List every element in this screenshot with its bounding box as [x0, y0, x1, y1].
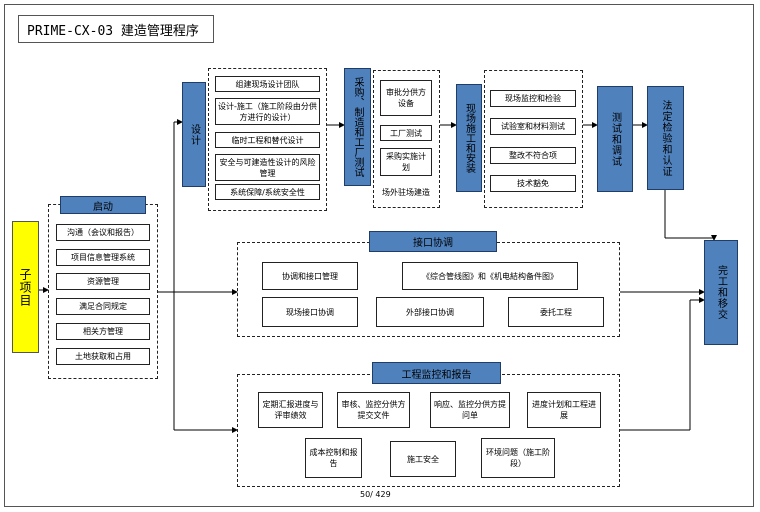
procurement-item: 审批分供方设备 — [380, 80, 432, 116]
design-item: 临时工程和替代设计 — [215, 132, 320, 148]
page-title: PRIME-CX-03 建造管理程序 — [18, 15, 214, 43]
design-group — [208, 68, 327, 211]
interface-item: 现场接口协调 — [262, 297, 358, 327]
monitoring-header: 工程监控和报告 — [372, 362, 501, 384]
startup-header: 启动 — [60, 196, 146, 214]
installation-header: 现场施工和安装 — [456, 84, 482, 192]
installation-group — [484, 70, 583, 208]
startup-item: 相关方管理 — [56, 323, 150, 340]
design-item: 设计-施工（施工阶段由分供方进行的设计） — [215, 98, 320, 125]
monitoring-item: 施工安全 — [390, 441, 456, 477]
interface-item: 《综合管线图》和《机电結构备件图》 — [402, 262, 578, 290]
installation-item: 试验室和材料测试 — [490, 118, 576, 135]
interface-item: 外部接口协调 — [376, 297, 484, 327]
monitoring-item: 成本控制和报告 — [305, 438, 362, 478]
startup-item: 资源管理 — [56, 273, 150, 290]
startup-item: 满足合同规定 — [56, 298, 150, 315]
startup-item: 沟通（会议和报告） — [56, 224, 150, 241]
procurement-group — [373, 70, 440, 208]
sub-project-block: 子项目 — [12, 221, 39, 353]
monitoring-item: 响应、监控分供方提问单 — [430, 392, 510, 428]
completion-block: 完工和移交 — [704, 240, 738, 345]
installation-item: 技术豁免 — [490, 175, 576, 192]
certification-block: 法定检验和认证 — [647, 86, 684, 190]
procurement-header: 采购、制造和工厂测试 — [344, 68, 371, 186]
startup-item: 土地获取和占用 — [56, 348, 150, 365]
monitoring-item: 审核、监控分供方提交文件 — [337, 392, 410, 428]
interface-item: 委托工程 — [508, 297, 604, 327]
testing-block: 测试和调试 — [597, 86, 633, 192]
procurement-item: 采购实施计划 — [380, 148, 432, 176]
interface-item: 协调和接口管理 — [262, 262, 358, 290]
design-header: 设计 — [182, 82, 206, 187]
design-item: 组建现场设计团队 — [215, 76, 320, 92]
monitoring-item: 环境问题（施工阶段） — [481, 438, 555, 478]
monitoring-item: 定期汇报进度与评审绩效 — [258, 392, 323, 428]
procurement-item: 场外驻场建造 — [380, 180, 432, 204]
diagram-frame — [4, 4, 754, 507]
startup-item: 项目信息管理系统 — [56, 249, 150, 266]
procurement-item: 工厂测试 — [380, 125, 432, 141]
interface-header: 接口协调 — [369, 231, 497, 252]
page-number: 50/ 429 — [360, 490, 391, 499]
installation-item: 现场监控和检验 — [490, 90, 576, 107]
installation-item: 整改不符合项 — [490, 147, 576, 164]
design-item: 系统保障/系统安全性 — [215, 184, 320, 200]
design-item: 安全与可建造性设计的风险管理 — [215, 154, 320, 181]
monitoring-item: 进度计划和工程进展 — [527, 392, 601, 428]
